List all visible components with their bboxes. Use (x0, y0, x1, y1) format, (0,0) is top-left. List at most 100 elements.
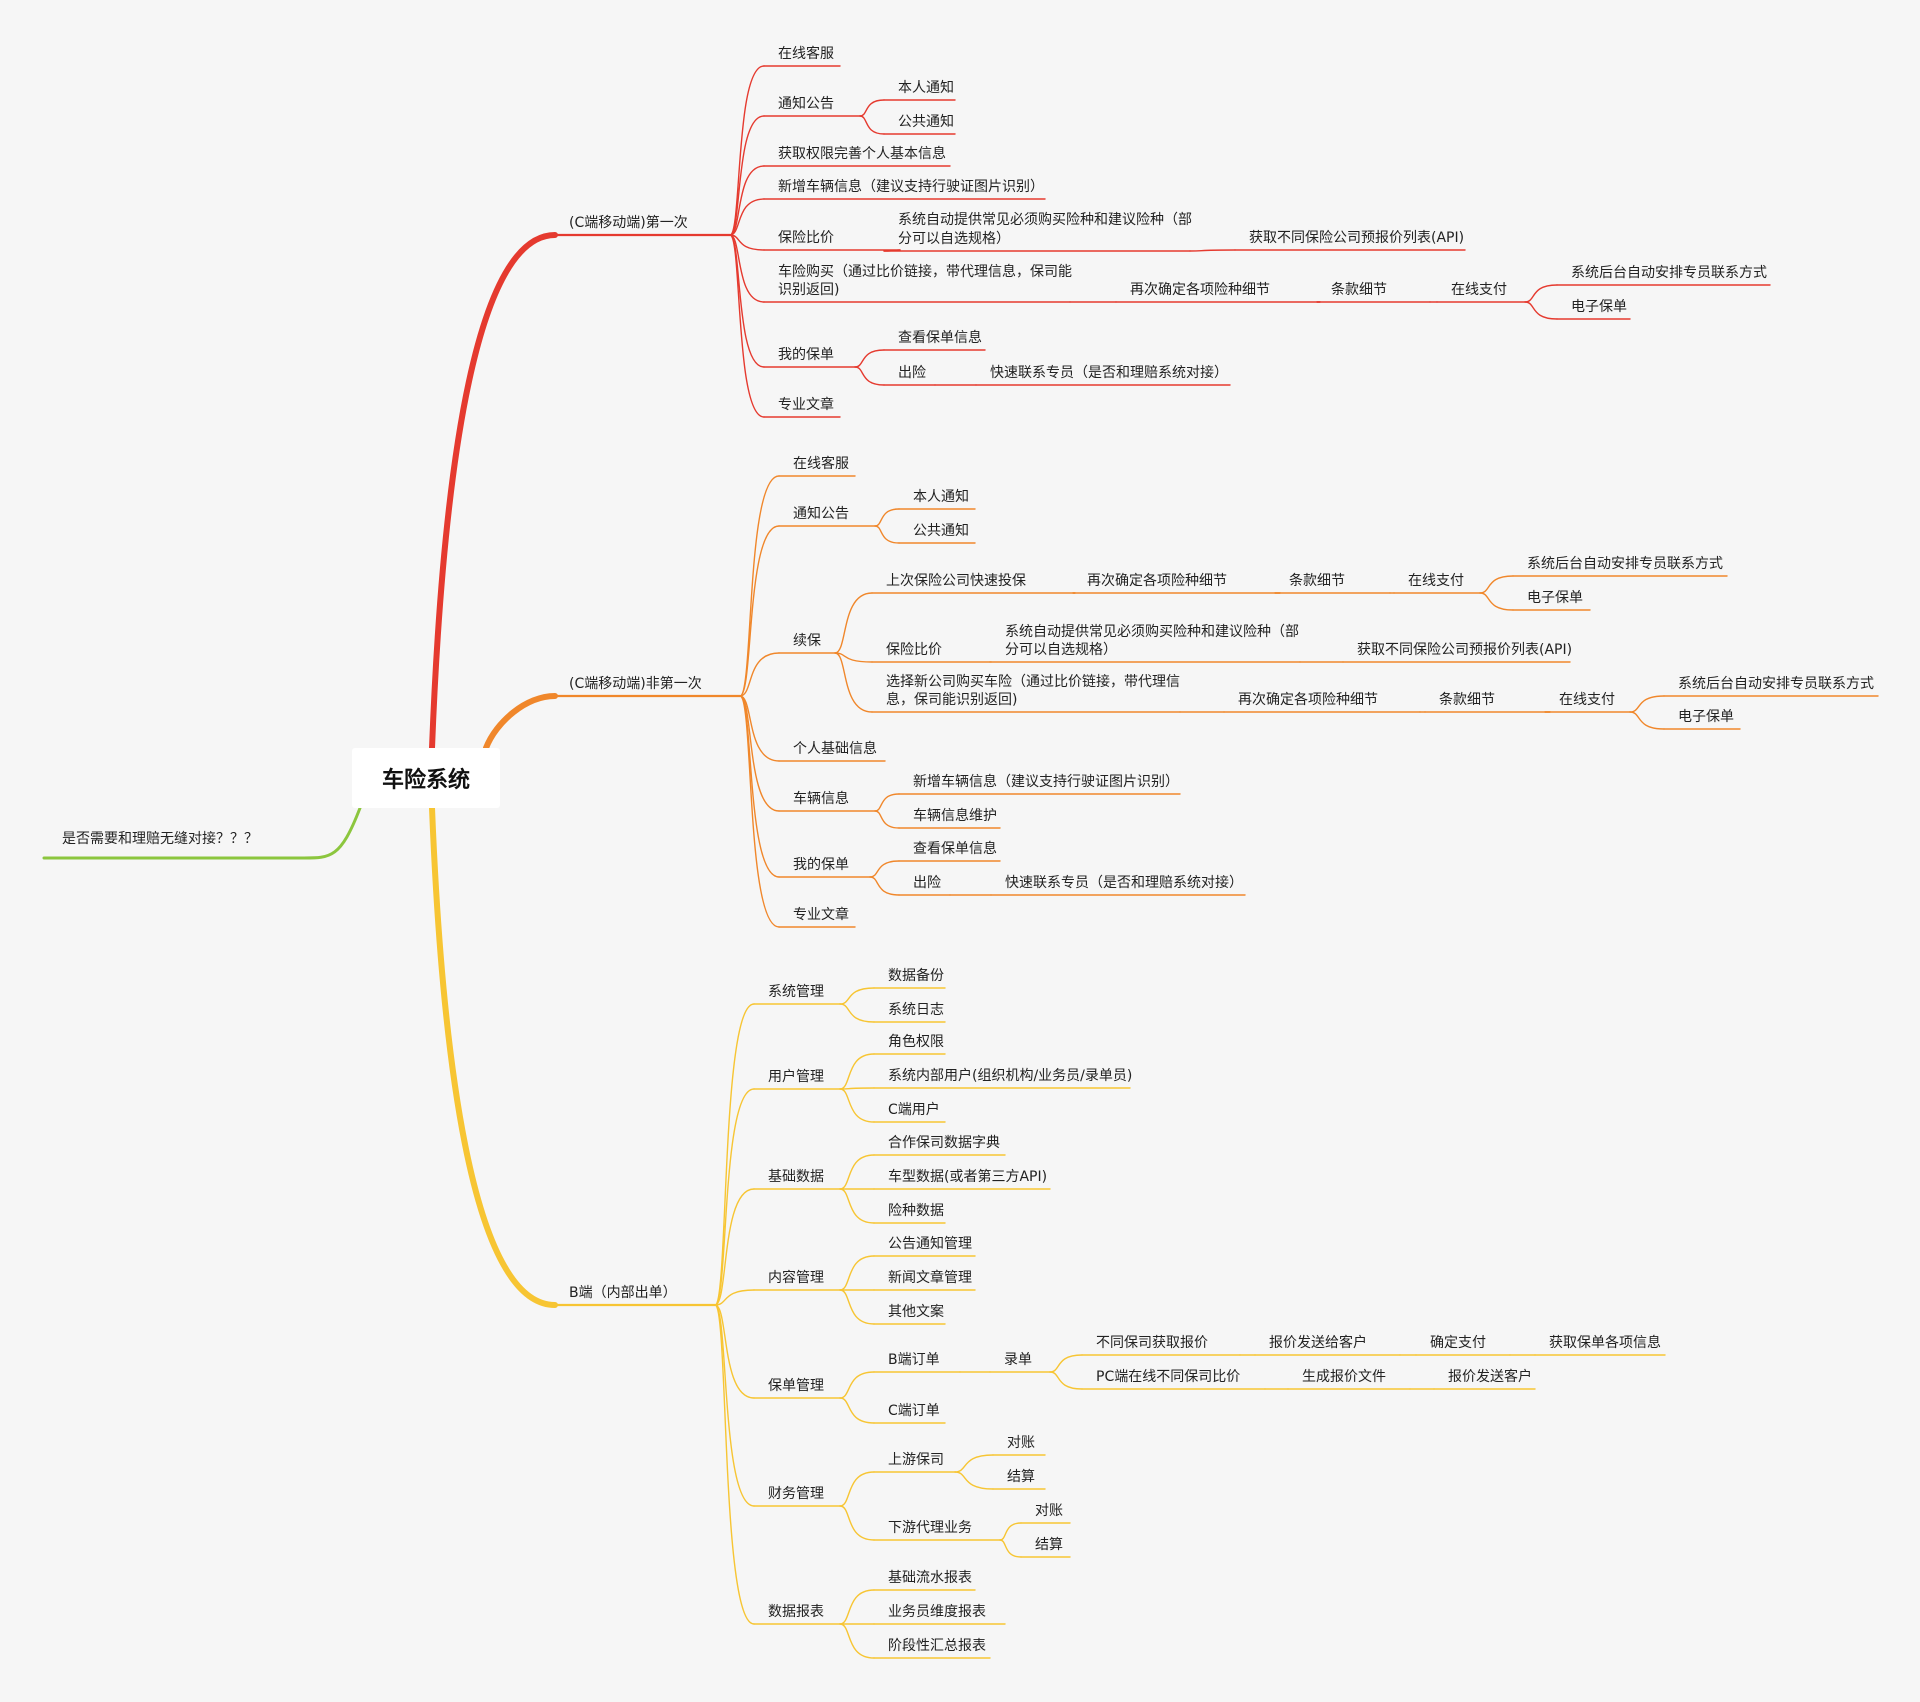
node-label[interactable]: 系统自动提供常见必须购买险种和建议险种（部分可以自选规格） (898, 212, 1192, 247)
node-label[interactable]: 个人基础信息 (793, 740, 877, 757)
connector-line (1049, 1354, 1083, 1373)
node-label[interactable]: 内容管理 (768, 1269, 824, 1286)
node-label[interactable]: 公告通知管理 (888, 1235, 972, 1252)
node-label[interactable]: 系统内部用户(组织机构/业务员/录单员) (888, 1067, 1132, 1084)
node-label[interactable]: 查看保单信息 (898, 329, 982, 346)
node-label[interactable]: 车型数据(或者第三方API) (888, 1168, 1047, 1185)
node-label[interactable]: 生成报价文件 (1302, 1369, 1386, 1385)
node-label[interactable]: 业务员维度报表 (888, 1604, 986, 1620)
node-label[interactable]: 数据报表 (768, 1604, 824, 1620)
node-label[interactable]: 通知公告 (778, 95, 834, 112)
node-label[interactable]: 保险比价 (778, 230, 834, 246)
node-label[interactable]: 专业文章 (778, 396, 834, 413)
node-label[interactable]: 车辆信息 (793, 790, 849, 807)
node-label[interactable]: 下游代理业务 (888, 1520, 972, 1536)
node-label[interactable]: 新增车辆信息（建议支持行驶证图片识别） (778, 178, 1044, 195)
node-label[interactable]: 上游保司 (888, 1452, 944, 1468)
node-label[interactable]: 在线支付 (1408, 573, 1464, 589)
node-label[interactable]: 数据备份 (888, 967, 944, 984)
node-label[interactable]: 基础数据 (768, 1168, 824, 1185)
connector-line (839, 1397, 875, 1424)
node-label[interactable]: 确定支付 (1430, 1335, 1486, 1351)
node-label[interactable]: B端（内部出单） (569, 1285, 677, 1301)
node-label[interactable]: 对账 (1035, 1503, 1063, 1519)
node-label[interactable]: 阶段性汇总报表 (888, 1638, 986, 1654)
node-label[interactable]: 新增车辆信息（建议支持行驶证图片识别） (913, 773, 1179, 790)
node-label[interactable]: (C端移动端)非第一次 (569, 675, 702, 692)
node-label[interactable]: 条款细节 (1331, 281, 1387, 298)
node-label[interactable]: 专业文章 (793, 906, 849, 923)
node-label[interactable]: 保单管理 (768, 1378, 824, 1394)
node-label[interactable]: 续保 (793, 632, 821, 649)
node-label[interactable]: 用户管理 (768, 1068, 824, 1085)
node-label[interactable]: B端订单 (888, 1352, 940, 1368)
node-label[interactable]: 车辆信息维护 (913, 807, 997, 824)
node-label[interactable]: PC端在线不同保司比价 (1096, 1369, 1240, 1385)
node-label[interactable]: 条款细节 (1439, 691, 1495, 708)
node-label[interactable]: 上次保险公司快速投保 (886, 573, 1026, 589)
node-label[interactable]: 财务管理 (768, 1486, 824, 1502)
node-label[interactable]: 基础流水报表 (888, 1569, 972, 1586)
node-label[interactable]: 出险 (898, 365, 926, 381)
node-label[interactable]: 获取不同保险公司预报价列表(API) (1249, 230, 1464, 246)
node-label[interactable]: 报价发送客户 (1448, 1368, 1532, 1385)
node-label[interactable]: 再次确定各项险种细节 (1130, 282, 1270, 298)
node-label[interactable]: 在线支付 (1559, 692, 1615, 708)
node-label[interactable]: 再次确定各项险种细节 (1087, 573, 1227, 589)
node-label[interactable]: 其他文案 (888, 1303, 944, 1320)
node-label[interactable]: 系统后台自动安排专员联系方式 (1527, 556, 1723, 572)
connector-line (869, 860, 900, 878)
node-label[interactable]: 我的保单 (793, 857, 849, 873)
node-label[interactable]: 电子保单 (1678, 709, 1734, 725)
node-labels: (C端移动端)第一次在线客服通知公告本人通知公共通知获取权限完善个人基本信息新增… (62, 45, 1874, 1654)
node-label[interactable]: C端用户 (888, 1101, 940, 1118)
connector-line (874, 525, 900, 544)
node-label[interactable]: 公共通知 (898, 113, 954, 130)
node-label[interactable]: 保险比价 (886, 642, 942, 658)
root-node[interactable]: 车险系统 (352, 748, 500, 808)
node-label[interactable]: C端订单 (888, 1403, 940, 1419)
node-label[interactable]: 合作保司数据字典 (888, 1135, 1000, 1151)
node-label[interactable]: 系统后台自动安排专员联系方式 (1678, 676, 1874, 692)
node-label[interactable]: (C端移动端)第一次 (569, 214, 688, 231)
node-label[interactable]: 录单 (1004, 1352, 1032, 1368)
node-label[interactable]: 结算 (1035, 1537, 1063, 1553)
node-label[interactable]: 电子保单 (1571, 299, 1627, 315)
node-label[interactable]: 出险 (913, 875, 941, 891)
node-label[interactable]: 系统管理 (768, 984, 824, 1000)
node-label[interactable]: 系统后台自动安排专员联系方式 (1571, 265, 1767, 281)
node-label[interactable]: 系统自动提供常见必须购买险种和建议险种（部分可以自选规格） (1005, 624, 1299, 658)
node-label[interactable]: 通知公告 (793, 505, 849, 522)
node-label[interactable]: 再次确定各项险种细节 (1238, 692, 1378, 708)
node-label[interactable]: 获取不同保险公司预报价列表(API) (1357, 642, 1572, 658)
node-label[interactable]: 险种数据 (888, 1203, 944, 1219)
node-label[interactable]: 公共通知 (913, 522, 969, 539)
node-label[interactable]: 在线客服 (778, 45, 834, 62)
node-label[interactable]: 新闻文章管理 (888, 1269, 972, 1286)
node-label[interactable]: 对账 (1007, 1435, 1035, 1451)
node-label[interactable]: 报价发送给客户 (1269, 1334, 1367, 1351)
node-label[interactable]: 在线客服 (793, 455, 849, 472)
node-label[interactable]: 本人通知 (913, 488, 969, 505)
node-label[interactable]: 在线支付 (1451, 282, 1507, 298)
node-label[interactable]: 快速联系专员（是否和理赔系统对接） (1005, 874, 1243, 891)
left-branch-label[interactable]: 是否需要和理赔无缝对接？？？ (62, 830, 258, 847)
node-label[interactable]: 快速联系专员（是否和理赔系统对接） (990, 364, 1228, 381)
connector-line (859, 115, 885, 135)
node-label[interactable]: 条款细节 (1289, 572, 1345, 589)
node-label[interactable]: 我的保单 (778, 347, 834, 363)
connector-line (739, 525, 780, 697)
node-label[interactable]: 本人通知 (898, 79, 954, 96)
node-label[interactable]: 车险购买（通过比价链接，带代理信息，保司能识别返回) (778, 263, 1072, 298)
node-label[interactable]: 获取权限完善个人基本信息 (778, 145, 946, 162)
node-label[interactable]: 不同保司获取报价 (1096, 1335, 1208, 1351)
node-label[interactable]: 系统日志 (888, 1002, 944, 1018)
node-label[interactable]: 结算 (1007, 1469, 1035, 1485)
node-label[interactable]: 查看保单信息 (913, 840, 997, 857)
node-label[interactable]: 获取保单各项信息 (1549, 1334, 1661, 1351)
connector-line (839, 1154, 875, 1190)
node-label[interactable]: 电子保单 (1527, 590, 1583, 606)
node-label[interactable]: 角色权限 (888, 1033, 944, 1050)
connector-line (1189, 249, 1236, 252)
node-label[interactable]: 选择新公司购买车险（通过比价链接，带代理信息，保司能识别返回) (886, 673, 1180, 708)
